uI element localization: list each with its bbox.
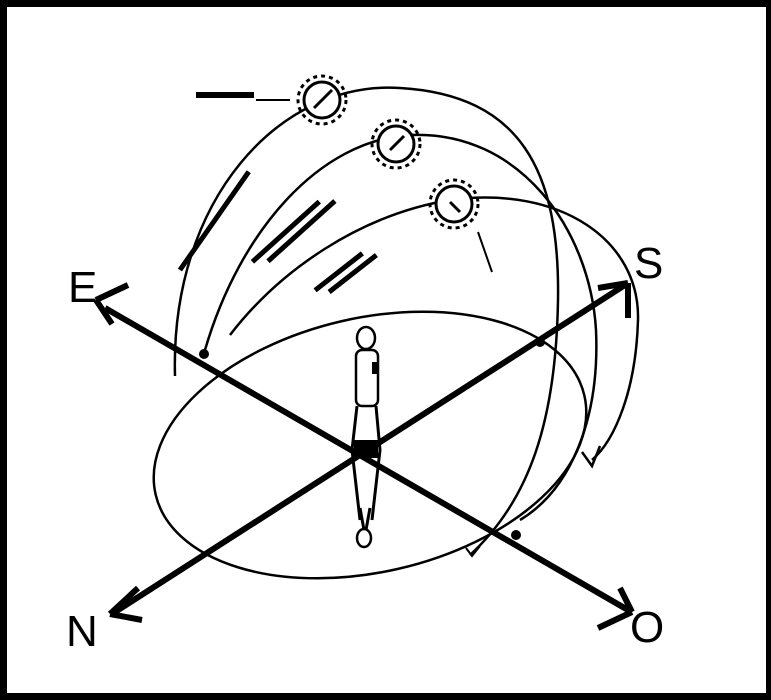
south-label: S xyxy=(634,239,663,288)
sun-icon xyxy=(428,178,480,230)
horizon-intersection xyxy=(511,530,521,540)
path-tick xyxy=(465,545,481,558)
north-arrowhead xyxy=(107,585,143,623)
horizon-intersection xyxy=(199,349,209,359)
sun-icon xyxy=(370,118,422,170)
horizon-intersection xyxy=(535,337,545,347)
west-label: O xyxy=(630,603,664,652)
winter-solstice-arc xyxy=(229,196,640,461)
sun-label-marks xyxy=(196,92,290,101)
west-arrowhead xyxy=(596,586,635,631)
horizon-ellipse xyxy=(152,310,588,580)
east-west-axis xyxy=(103,305,630,613)
sun-pointer-line xyxy=(477,231,493,273)
north-label: N xyxy=(66,607,98,656)
equinox-arc xyxy=(203,133,598,522)
equinox-arc-caption-marks xyxy=(250,199,337,264)
winter-arc-caption-marks xyxy=(313,251,378,294)
path-direction-arrow xyxy=(580,445,602,469)
south-arrowhead xyxy=(597,280,631,318)
standing-person-icon xyxy=(350,325,382,549)
summer-arc-caption-marks xyxy=(177,170,251,272)
east-arrowhead xyxy=(93,282,130,326)
summer-solstice-arc xyxy=(173,86,560,556)
east-label: E xyxy=(68,263,97,312)
sun-icon xyxy=(296,74,348,126)
